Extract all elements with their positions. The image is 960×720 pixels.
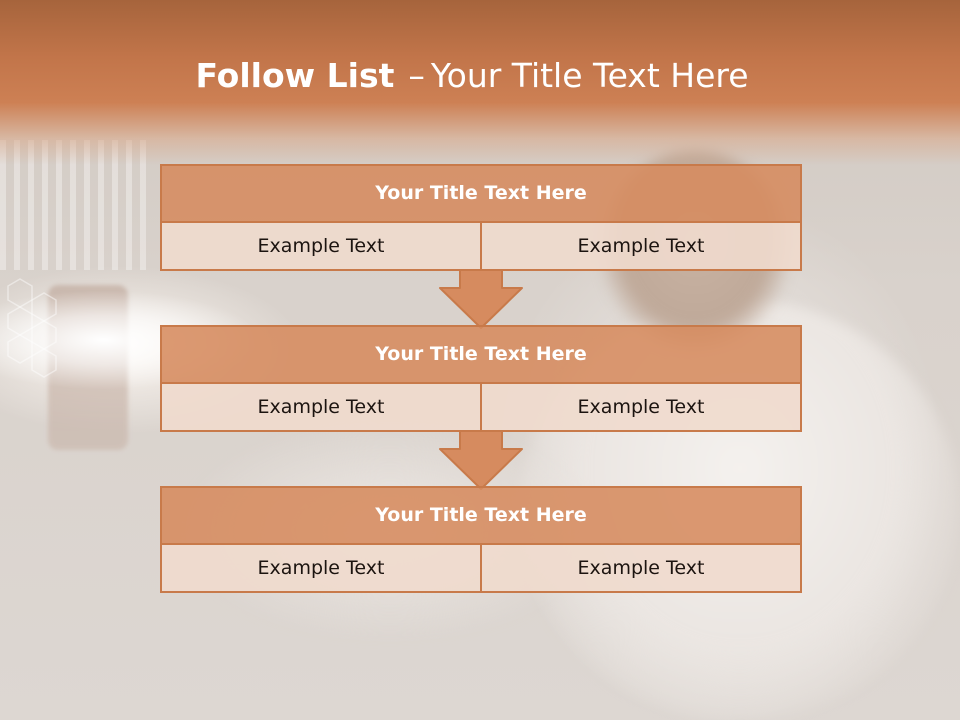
block-cell-right[interactable]: Example Text xyxy=(480,223,800,269)
list-block-2: Your Title Text Here Example Text Exampl… xyxy=(160,325,802,432)
block-cell-right[interactable]: Example Text xyxy=(480,384,800,430)
block-title[interactable]: Your Title Text Here xyxy=(162,166,800,223)
slide-title: Follow List–Your Title Text Here xyxy=(0,56,944,95)
block-row: Example Text Example Text xyxy=(162,545,800,591)
block-row: Example Text Example Text xyxy=(162,384,800,430)
block-row: Example Text Example Text xyxy=(162,223,800,269)
down-arrow-icon xyxy=(439,270,523,329)
slide-title-rest: Your Title Text Here xyxy=(430,56,749,95)
down-arrow-icon xyxy=(439,431,523,490)
list-block-3: Your Title Text Here Example Text Exampl… xyxy=(160,486,802,593)
slide-title-bold: Follow List xyxy=(195,56,395,95)
block-cell-left[interactable]: Example Text xyxy=(162,223,480,269)
list-block-1: Your Title Text Here Example Text Exampl… xyxy=(160,164,802,271)
block-title[interactable]: Your Title Text Here xyxy=(162,327,800,384)
block-cell-left[interactable]: Example Text xyxy=(162,384,480,430)
block-title[interactable]: Your Title Text Here xyxy=(162,488,800,545)
block-cell-left[interactable]: Example Text xyxy=(162,545,480,591)
block-cell-right[interactable]: Example Text xyxy=(480,545,800,591)
slide-title-separator: – xyxy=(408,56,425,95)
header-band xyxy=(0,0,960,165)
